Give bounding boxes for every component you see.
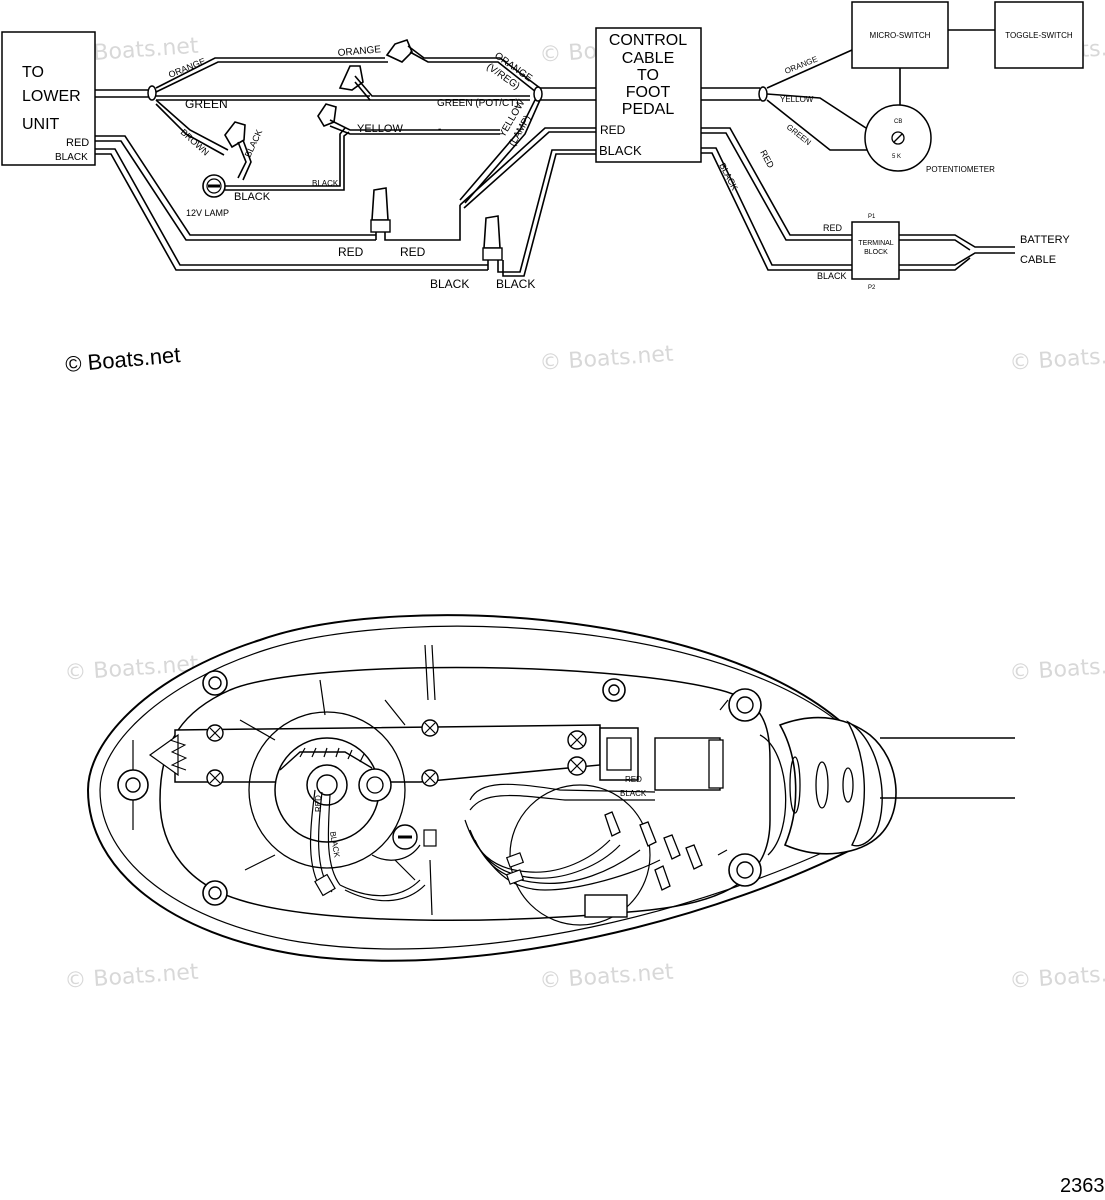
watermark: © Boats.net xyxy=(539,960,675,994)
control-black-label: BLACK xyxy=(599,143,642,158)
lower-unit-line-2: LOWER xyxy=(22,88,81,105)
potentiometer-label: POTENTIOMETER xyxy=(926,165,995,174)
black-label-lower-1: BLACK xyxy=(430,277,469,291)
watermark: © Boats.net xyxy=(1009,652,1105,686)
control-line-2: CABLE xyxy=(622,50,674,67)
motor-head-illustration: RED BLACK RED BLACK xyxy=(86,614,1015,962)
yellow-label: YELLOW xyxy=(357,123,403,135)
watermark: © Boats.net xyxy=(539,342,675,376)
red-label-lower-2: RED xyxy=(400,245,426,259)
left-wiring xyxy=(95,39,596,277)
copyright-notice: © Boats.net xyxy=(64,342,181,377)
black-label-lamp-side: BLACK xyxy=(234,191,271,203)
control-line-5: PEDAL xyxy=(622,101,675,118)
lower-unit-red-label: RED xyxy=(66,137,89,149)
battery-cable-line-1: BATTERY xyxy=(1020,234,1070,246)
lower-unit-line-3: UNIT xyxy=(22,116,60,133)
wiring-harness xyxy=(309,699,729,926)
watermark: © Boats.net xyxy=(1009,342,1105,376)
brown-label: BROWN xyxy=(179,127,211,158)
lower-unit-box: TO LOWER UNIT RED BLACK xyxy=(1,31,96,166)
lower-unit-black-label: BLACK xyxy=(55,152,88,163)
micro-switch-label: MICRO-SWITCH xyxy=(870,31,931,40)
orange-label-top: ORANGE xyxy=(337,44,381,59)
figure-number: 2363 xyxy=(1060,1175,1105,1197)
black-label-lamp-wire: BLACK xyxy=(312,179,339,188)
dash-label: - xyxy=(438,124,441,135)
black-label-lower-2: BLACK xyxy=(496,277,535,291)
control-line-3: TO xyxy=(637,67,659,84)
control-red-label: RED xyxy=(600,123,626,137)
green-label: GREEN xyxy=(185,97,228,111)
black-label-lamp: BLACK xyxy=(243,128,265,159)
right-wiring: CB 5 K POTENTIOMETER MICRO-SWITCH TOGGLE… xyxy=(701,1,1084,291)
green-pot-label: GREEN (POT/CT) xyxy=(437,98,519,109)
battery-cable-line-2: CABLE xyxy=(1020,254,1056,266)
pot-cb-label: CB xyxy=(894,119,902,125)
toggle-switch-label: TOGGLE-SWITCH xyxy=(1005,31,1073,40)
terminal-p1-label: P1 xyxy=(868,214,876,220)
watermark: © Boats.net xyxy=(1009,960,1105,994)
yellow-label-right: YELLOW xyxy=(780,95,814,104)
mounting-bosses xyxy=(117,670,762,906)
lamp-label: 12V LAMP xyxy=(186,208,229,218)
terminal-block-line-2: BLOCK xyxy=(864,249,888,256)
lower-red-vertical-label: RED xyxy=(314,795,323,812)
pot-k-label: 5 K xyxy=(892,154,901,160)
gear-assembly xyxy=(239,644,436,916)
terminal-p2-label: P2 xyxy=(868,285,876,291)
black-label-terminal: BLACK xyxy=(817,271,847,281)
control-cable-box: CONTROL CABLE TO FOOT PEDAL RED BLACK xyxy=(595,27,702,163)
screw-heads xyxy=(206,719,587,787)
lower-red-label: RED xyxy=(625,775,642,784)
control-line-4: FOOT xyxy=(626,84,671,101)
red-label-right: RED xyxy=(758,148,776,170)
watermark: © Boats.net xyxy=(64,960,200,994)
red-label-lower-1: RED xyxy=(338,245,364,259)
red-label-terminal: RED xyxy=(823,223,843,233)
control-line-1: CONTROL xyxy=(609,32,687,49)
terminal-block-line-1: TERMINAL xyxy=(858,240,894,247)
lower-black-label: BLACK xyxy=(620,789,647,798)
lower-unit-line-1: TO xyxy=(22,64,44,81)
